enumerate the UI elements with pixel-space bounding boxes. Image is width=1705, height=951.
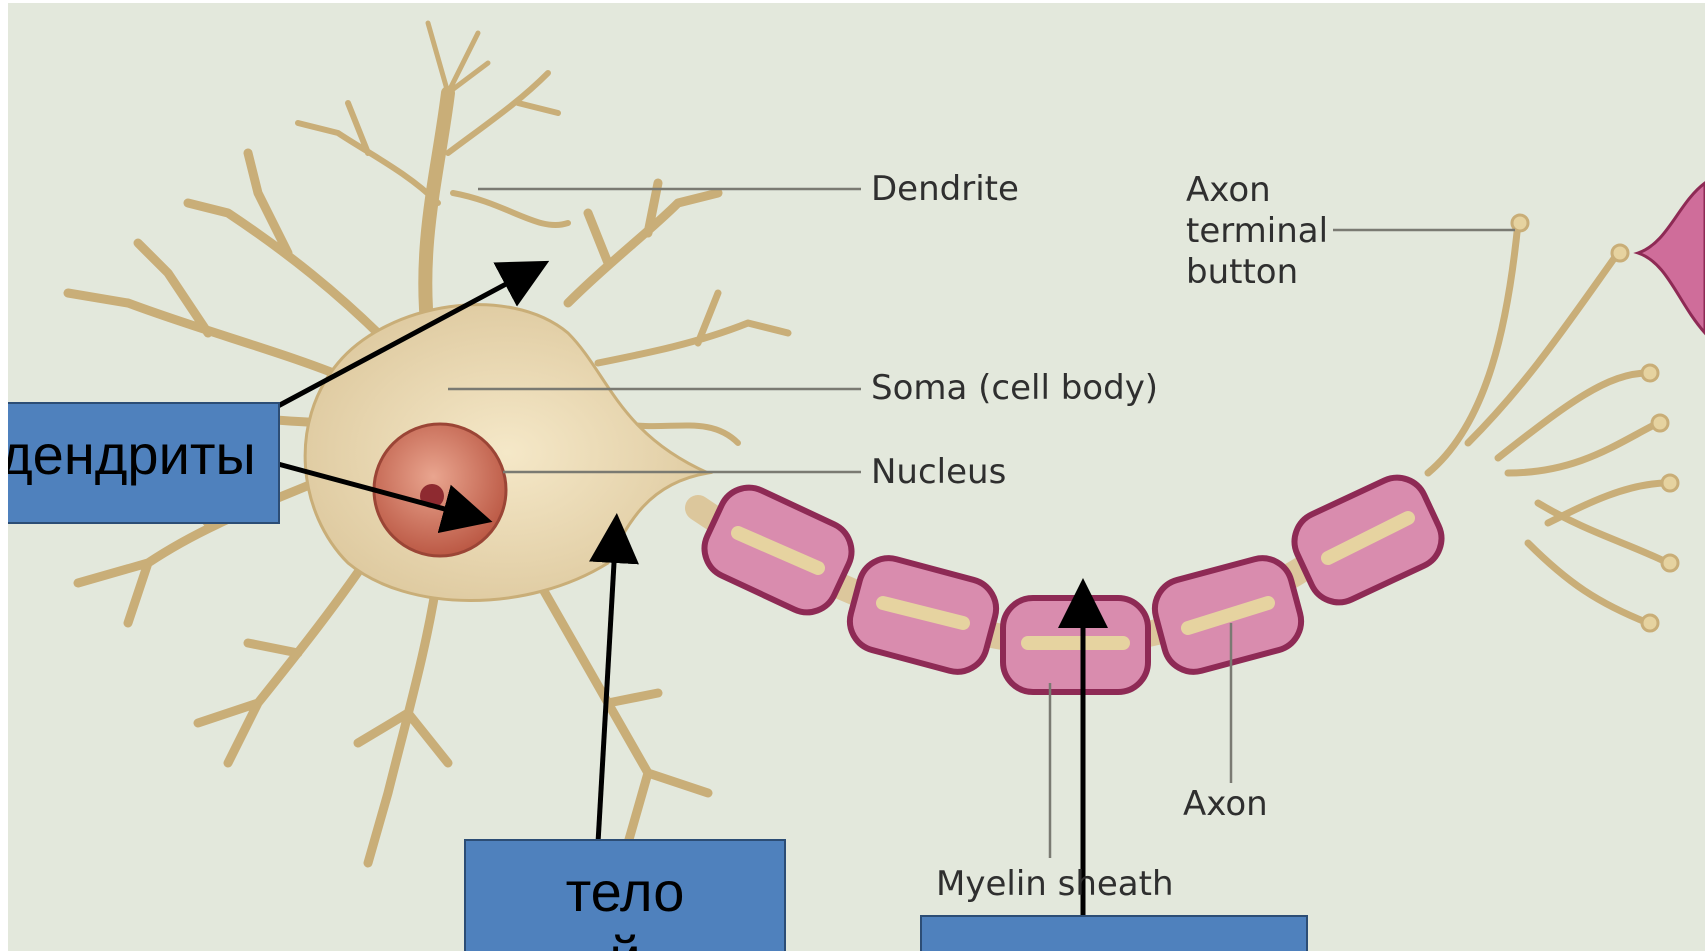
- label-axon: Axon: [1183, 783, 1268, 825]
- label-axon-terminal-1: Axon: [1186, 169, 1271, 211]
- callout-cell-body: тело й: [464, 839, 786, 951]
- callout-dendrites: дендриты: [8, 402, 280, 524]
- terminal-buttons: [1512, 215, 1678, 631]
- label-myelin-sheath: Myelin sheath: [936, 863, 1174, 905]
- soma: [305, 305, 708, 601]
- callout-axon-box: [920, 915, 1308, 951]
- callout-cell-body-line1: тело: [466, 859, 784, 924]
- myelin-sheath: [695, 468, 1452, 692]
- callout-dendrites-text: дендриты: [8, 422, 278, 487]
- label-soma: Soma (cell body): [871, 367, 1158, 409]
- label-nucleus: Nucleus: [871, 451, 1006, 493]
- callout-cell-body-line2: й: [466, 924, 784, 951]
- label-axon-terminal-2: terminal: [1186, 210, 1328, 252]
- neuron-diagram-panel: Dendrite Axon terminal button Soma (cell…: [8, 3, 1705, 951]
- target-cell: [1638, 183, 1705, 333]
- axon-terminals: [1428, 223, 1668, 623]
- label-dendrite: Dendrite: [871, 168, 1019, 210]
- label-axon-terminal-3: button: [1186, 251, 1298, 293]
